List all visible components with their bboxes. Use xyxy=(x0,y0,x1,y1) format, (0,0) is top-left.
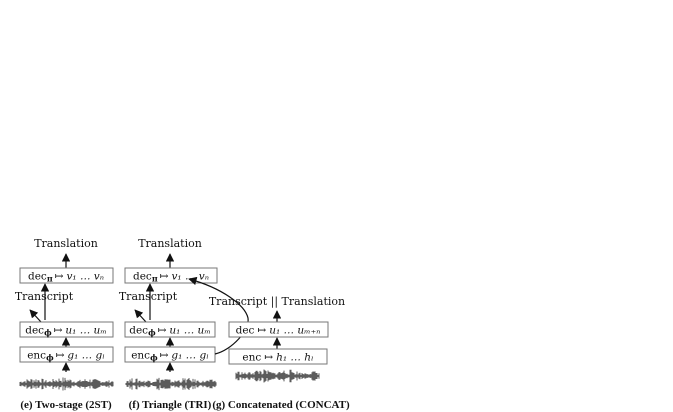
dec-pi-box-text: decπ↦v₁ … vₙ xyxy=(133,271,209,284)
dec-box-text: dec↦u₁ … uₘ₊ₙ xyxy=(236,325,321,337)
audio-waveform xyxy=(235,369,320,383)
caption-triangle: (f) Triangle (TRI) xyxy=(129,399,212,411)
dec-phi-box-text: decϕ↦u₁ … uₘ xyxy=(25,325,107,338)
dec-pi-box-text: decπ↦v₁ … vₙ xyxy=(28,271,104,284)
arrow-dec-phi-to-transcript xyxy=(134,309,147,323)
dec-phi-box-text: decϕ↦u₁ … uₘ xyxy=(129,325,211,338)
enc-phi-box-text: encϕ↦g₁ … gₗ xyxy=(131,350,209,363)
translation-label: Translation xyxy=(34,237,98,250)
arrow-dec-phi-to-transcript xyxy=(29,309,42,323)
arrow-enc-to-dec-pi-curve xyxy=(188,276,249,355)
transcript-translation-label: Transcript || Translation xyxy=(209,295,345,309)
dec-phi-box xyxy=(19,321,114,338)
caption-two-stage: (e) Two-stage (2ST) xyxy=(20,399,112,411)
enc-box xyxy=(228,348,328,365)
enc-phi-box xyxy=(124,346,216,363)
transcript-label: Transcript xyxy=(119,290,178,303)
translation-label: Translation xyxy=(138,237,202,250)
enc-box-text: enc↦h₁ … hₗ xyxy=(242,352,313,364)
dec-phi-box xyxy=(124,321,216,338)
panel-concatenated: Transcript || Translation dec↦u₁ … uₘ₊ₙ … xyxy=(209,295,350,411)
enc-phi-box-text: encϕ↦g₁ … gₗ xyxy=(27,350,105,363)
dec-pi-box xyxy=(19,267,114,284)
panel-triangle: Translation decπ↦v₁ … vₙ Transcript decϕ… xyxy=(119,237,249,411)
enc-phi-box xyxy=(19,346,114,363)
caption-concatenated: (g) Concatenated (CONCAT) xyxy=(212,399,350,411)
dec-box xyxy=(228,321,329,338)
transcript-label: Transcript xyxy=(15,290,74,303)
audio-waveform xyxy=(125,377,217,391)
audio-waveform xyxy=(19,377,114,391)
panel-two-stage: Translation decπ↦v₁ … vₙ Transcript decϕ… xyxy=(15,237,114,411)
